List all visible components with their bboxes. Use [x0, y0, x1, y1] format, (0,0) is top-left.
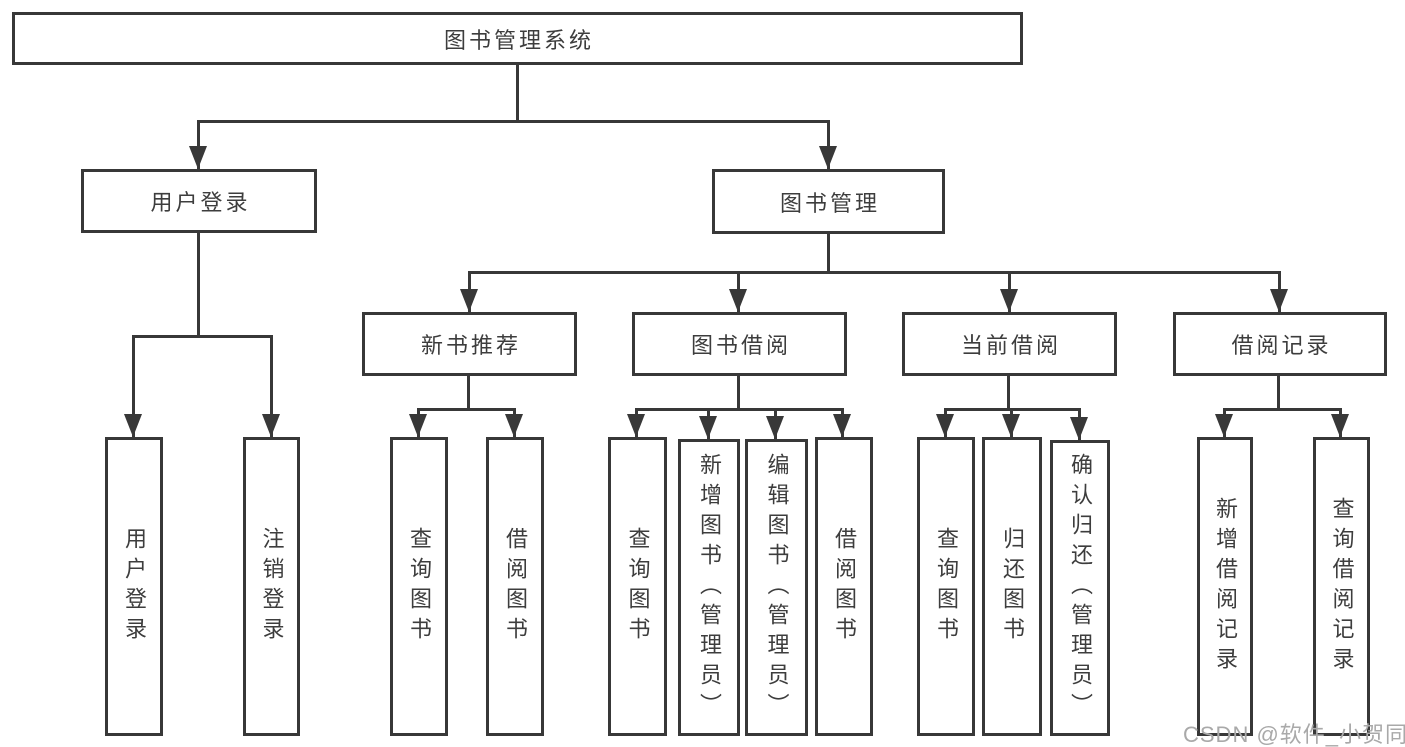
arrow-down-icon — [1331, 414, 1349, 437]
arrow-down-icon — [1002, 414, 1020, 437]
leaf-bb-add-books-admin: 新增图书（管理员） — [678, 439, 740, 736]
connector-line — [516, 65, 519, 120]
arrow-down-icon — [189, 146, 207, 169]
leaf-nb-borrow-books: 借阅图书 — [486, 437, 544, 736]
node-borrow-records: 借阅记录 — [1173, 312, 1387, 376]
connector-line — [270, 335, 273, 437]
arrow-down-icon — [936, 414, 954, 437]
connector-line — [1277, 376, 1280, 408]
connector-line — [417, 408, 516, 411]
arrow-down-icon — [833, 414, 851, 437]
connector-line — [467, 376, 470, 408]
leaf-cb-confirm-return-admin: 确认归还（管理员） — [1050, 440, 1110, 736]
connector-line — [635, 408, 844, 411]
arrow-down-icon — [1000, 289, 1018, 312]
leaf-br-query-record: 查询借阅记录 — [1313, 437, 1370, 736]
connector-line — [737, 376, 740, 408]
connector-line — [132, 335, 135, 437]
arrow-down-icon — [262, 414, 280, 437]
connector-line — [827, 120, 830, 169]
leaf-user-login: 用户登录 — [105, 437, 163, 736]
arrow-down-icon — [1270, 289, 1288, 312]
node-current-borrow: 当前借阅 — [902, 312, 1117, 376]
leaf-bb-borrow-books: 借阅图书 — [815, 437, 873, 736]
node-book-borrow: 图书借阅 — [632, 312, 847, 376]
arrow-down-icon — [729, 289, 747, 312]
arrow-down-icon — [819, 146, 837, 169]
leaf-bb-query-books: 查询图书 — [608, 437, 667, 736]
arrow-down-icon — [409, 414, 427, 437]
connector-line — [468, 271, 1281, 274]
arrow-down-icon — [124, 414, 142, 437]
leaf-cb-return-books: 归还图书 — [982, 437, 1042, 736]
connector-line — [1007, 376, 1010, 408]
leaf-bb-edit-books-admin: 编辑图书（管理员） — [745, 439, 808, 736]
node-user-login: 用户登录 — [81, 169, 317, 233]
connector-line — [827, 234, 830, 271]
node-book-management: 图书管理 — [712, 169, 945, 234]
connector-line — [197, 232, 200, 335]
csdn-watermark: CSDN @软件_小贺同学 — [1183, 722, 1405, 747]
leaf-logout: 注销登录 — [243, 437, 300, 736]
arrow-down-icon — [1070, 417, 1088, 440]
connector-line — [197, 120, 830, 123]
connector-line — [1223, 408, 1342, 411]
node-new-book-recommend: 新书推荐 — [362, 312, 577, 376]
leaf-br-add-record: 新增借阅记录 — [1197, 437, 1253, 736]
leaf-cb-query-books: 查询图书 — [917, 437, 975, 736]
connector-line — [197, 120, 200, 169]
connector-line — [132, 335, 272, 338]
arrow-down-icon — [460, 289, 478, 312]
arrow-down-icon — [505, 414, 523, 437]
arrow-down-icon — [766, 416, 784, 439]
arrow-down-icon — [1215, 414, 1233, 437]
arrow-down-icon — [699, 416, 717, 439]
leaf-nb-query-books: 查询图书 — [390, 437, 448, 736]
arrow-down-icon — [627, 414, 645, 437]
node-root: 图书管理系统 — [12, 12, 1023, 65]
